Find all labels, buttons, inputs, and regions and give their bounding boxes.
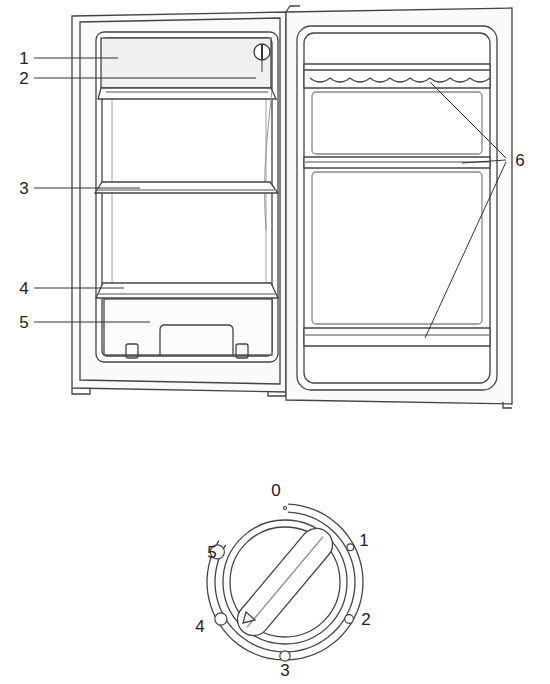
leader-line <box>34 288 124 289</box>
callout-number: 5 <box>17 313 30 332</box>
crisper-drawer <box>160 325 233 355</box>
crisper-cover <box>98 293 276 294</box>
thermostat-dial <box>231 522 339 642</box>
fridge-cabinet <box>80 18 280 384</box>
dial-setting-number: 4 <box>193 617 206 636</box>
dial-setting-number: 2 <box>359 610 372 629</box>
door-rack <box>304 334 490 335</box>
fridge-door <box>312 172 482 324</box>
crisper-drawer <box>236 344 248 358</box>
thermostat-dial <box>207 504 363 660</box>
door-rack <box>304 64 490 88</box>
fridge-door <box>297 26 497 390</box>
dial-setting-number: 0 <box>269 481 282 500</box>
thermostat-dial <box>247 537 323 627</box>
freezer-compartment <box>101 38 271 88</box>
fridge-cabinet <box>72 12 286 392</box>
dial-setting-number: 1 <box>357 531 370 550</box>
thermostat-knob <box>262 56 273 72</box>
fridge-door <box>312 92 482 154</box>
fridge-cabinet <box>72 388 90 394</box>
leader-line <box>34 58 506 338</box>
setting-marker <box>347 544 354 551</box>
crisper-cover <box>96 283 278 298</box>
freezer-compartment <box>106 91 268 92</box>
crisper-cover <box>96 283 278 298</box>
callout-number: 2 <box>17 69 30 88</box>
door-rack <box>304 64 490 346</box>
door-rack <box>304 69 490 70</box>
thermostat-dial <box>243 612 255 623</box>
callout-number: 4 <box>17 279 30 298</box>
setting-marker <box>280 651 290 661</box>
door-rack <box>304 161 490 162</box>
callout-number: 3 <box>17 179 30 198</box>
leader-line <box>34 188 140 189</box>
shelf <box>97 189 276 190</box>
crisper-drawer <box>104 299 272 355</box>
crisper-drawer <box>126 344 138 358</box>
leader-line <box>34 322 150 323</box>
callout-number: 1 <box>17 49 30 68</box>
fridge-door <box>304 33 490 383</box>
thermostat-dial <box>231 522 339 642</box>
crisper-drawer <box>104 299 272 358</box>
thermostat-dial <box>207 504 363 660</box>
thermostat-dial <box>223 520 347 644</box>
freezer-compartment <box>98 88 276 99</box>
fridge-cabinet <box>268 391 286 396</box>
fridge-door <box>503 402 512 408</box>
setting-marker <box>345 615 354 624</box>
fridge-cabinet <box>102 38 272 356</box>
door-rack <box>304 328 490 346</box>
fridge-door <box>286 6 300 12</box>
leader-line <box>425 82 506 338</box>
dial-setting-number: 5 <box>205 543 218 562</box>
setting-marker <box>284 507 287 510</box>
callout-number: 6 <box>513 151 526 170</box>
dial-setting-number: 3 <box>278 661 291 680</box>
leader-line <box>34 78 256 79</box>
thermostat-knob <box>254 44 270 60</box>
fridge-door <box>286 8 512 404</box>
fridge-door <box>286 6 512 408</box>
thermostat-dial <box>215 512 355 652</box>
thermostat-knob <box>261 45 263 59</box>
setting-marker <box>215 613 227 625</box>
thermostat-knob <box>254 44 273 230</box>
fridge-cabinet <box>96 32 278 362</box>
door-rack <box>310 78 490 82</box>
fridge-cabinet <box>72 12 286 396</box>
freezer-compartment <box>98 38 276 99</box>
leader-line <box>34 58 118 59</box>
setting-marker <box>210 507 353 662</box>
thermostat-knob <box>265 90 272 230</box>
